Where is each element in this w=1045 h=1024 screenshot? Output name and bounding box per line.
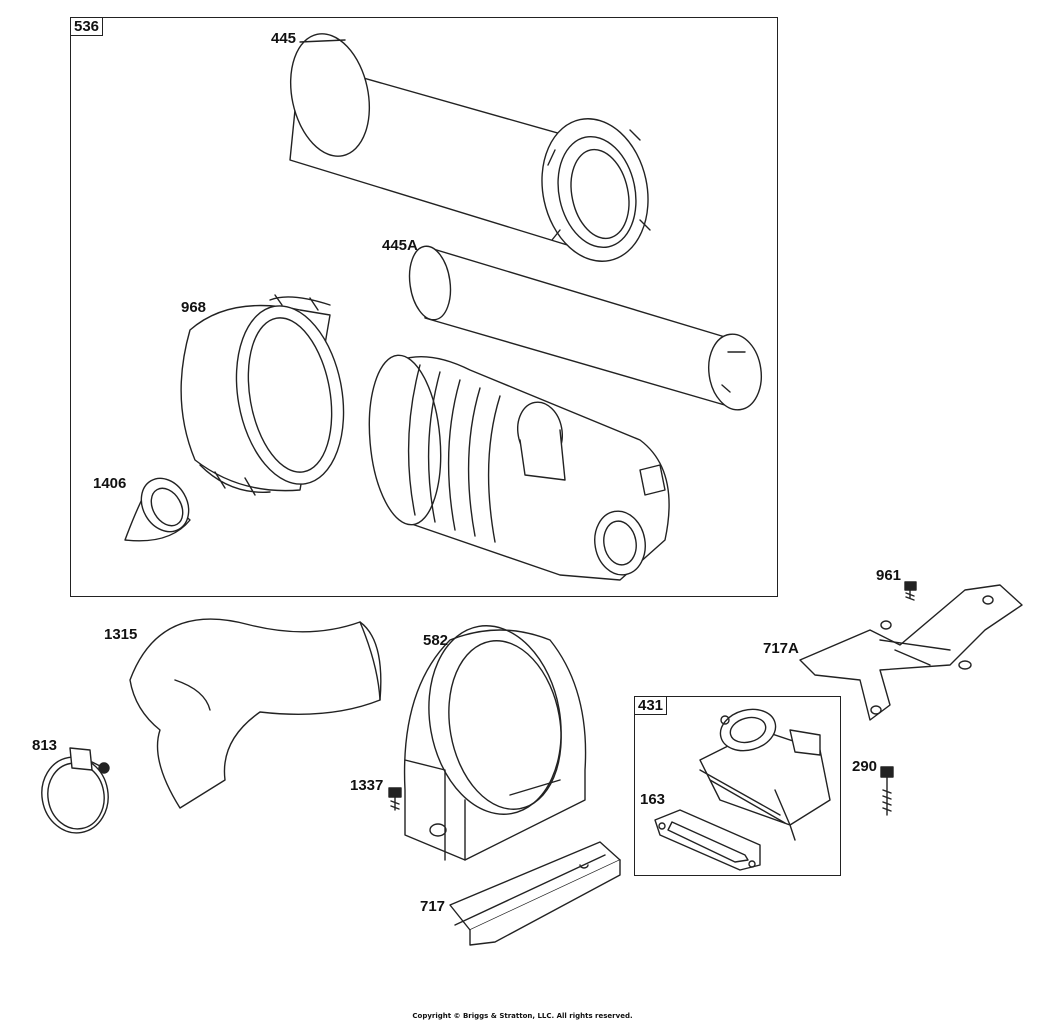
screw-961-drawing (904, 581, 917, 601)
callout-445: 445 (271, 30, 297, 47)
callout-1337: 1337 (350, 777, 384, 794)
callout-582: 582 (423, 632, 449, 649)
hose-clamp-drawing (41, 747, 110, 834)
callout-968: 968 (181, 299, 207, 316)
assembly-label-431: 431 (634, 696, 668, 715)
air-cleaner-housing-drawing (368, 354, 670, 581)
bolt-1337-drawing (388, 787, 402, 811)
callout-290: 290 (852, 758, 878, 775)
callout-717a: 717A (763, 640, 799, 657)
callout-1315: 1315 (104, 626, 138, 643)
air-cleaner-bracket-drawing (403, 625, 587, 861)
callout-163: 163 (640, 791, 666, 808)
callout-445a: 445A (382, 237, 418, 254)
throttle-body-assembly-frame (634, 696, 841, 876)
callout-813: 813 (32, 737, 58, 754)
mounting-plate-drawing (449, 841, 621, 946)
bracket-plate-drawing (799, 584, 1023, 721)
callout-961: 961 (876, 567, 902, 584)
callout-1406: 1406 (93, 475, 127, 492)
outer-air-filter-drawing (289, 33, 651, 262)
gasket-drawing (654, 809, 761, 871)
throttle-body-drawing (699, 708, 831, 841)
air-cleaner-cover-drawing (180, 294, 345, 496)
inner-air-filter-drawing (408, 245, 762, 411)
bolt-290-drawing (880, 766, 894, 816)
assembly-label-536: 536 (70, 17, 104, 36)
dust-valve-drawing (124, 477, 191, 542)
intake-hose-drawing (129, 618, 382, 809)
air-cleaner-assembly-frame (70, 17, 778, 597)
callout-717: 717 (420, 898, 446, 915)
copyright-notice: Copyright © Briggs & Stratton, LLC. All … (412, 1012, 633, 1020)
